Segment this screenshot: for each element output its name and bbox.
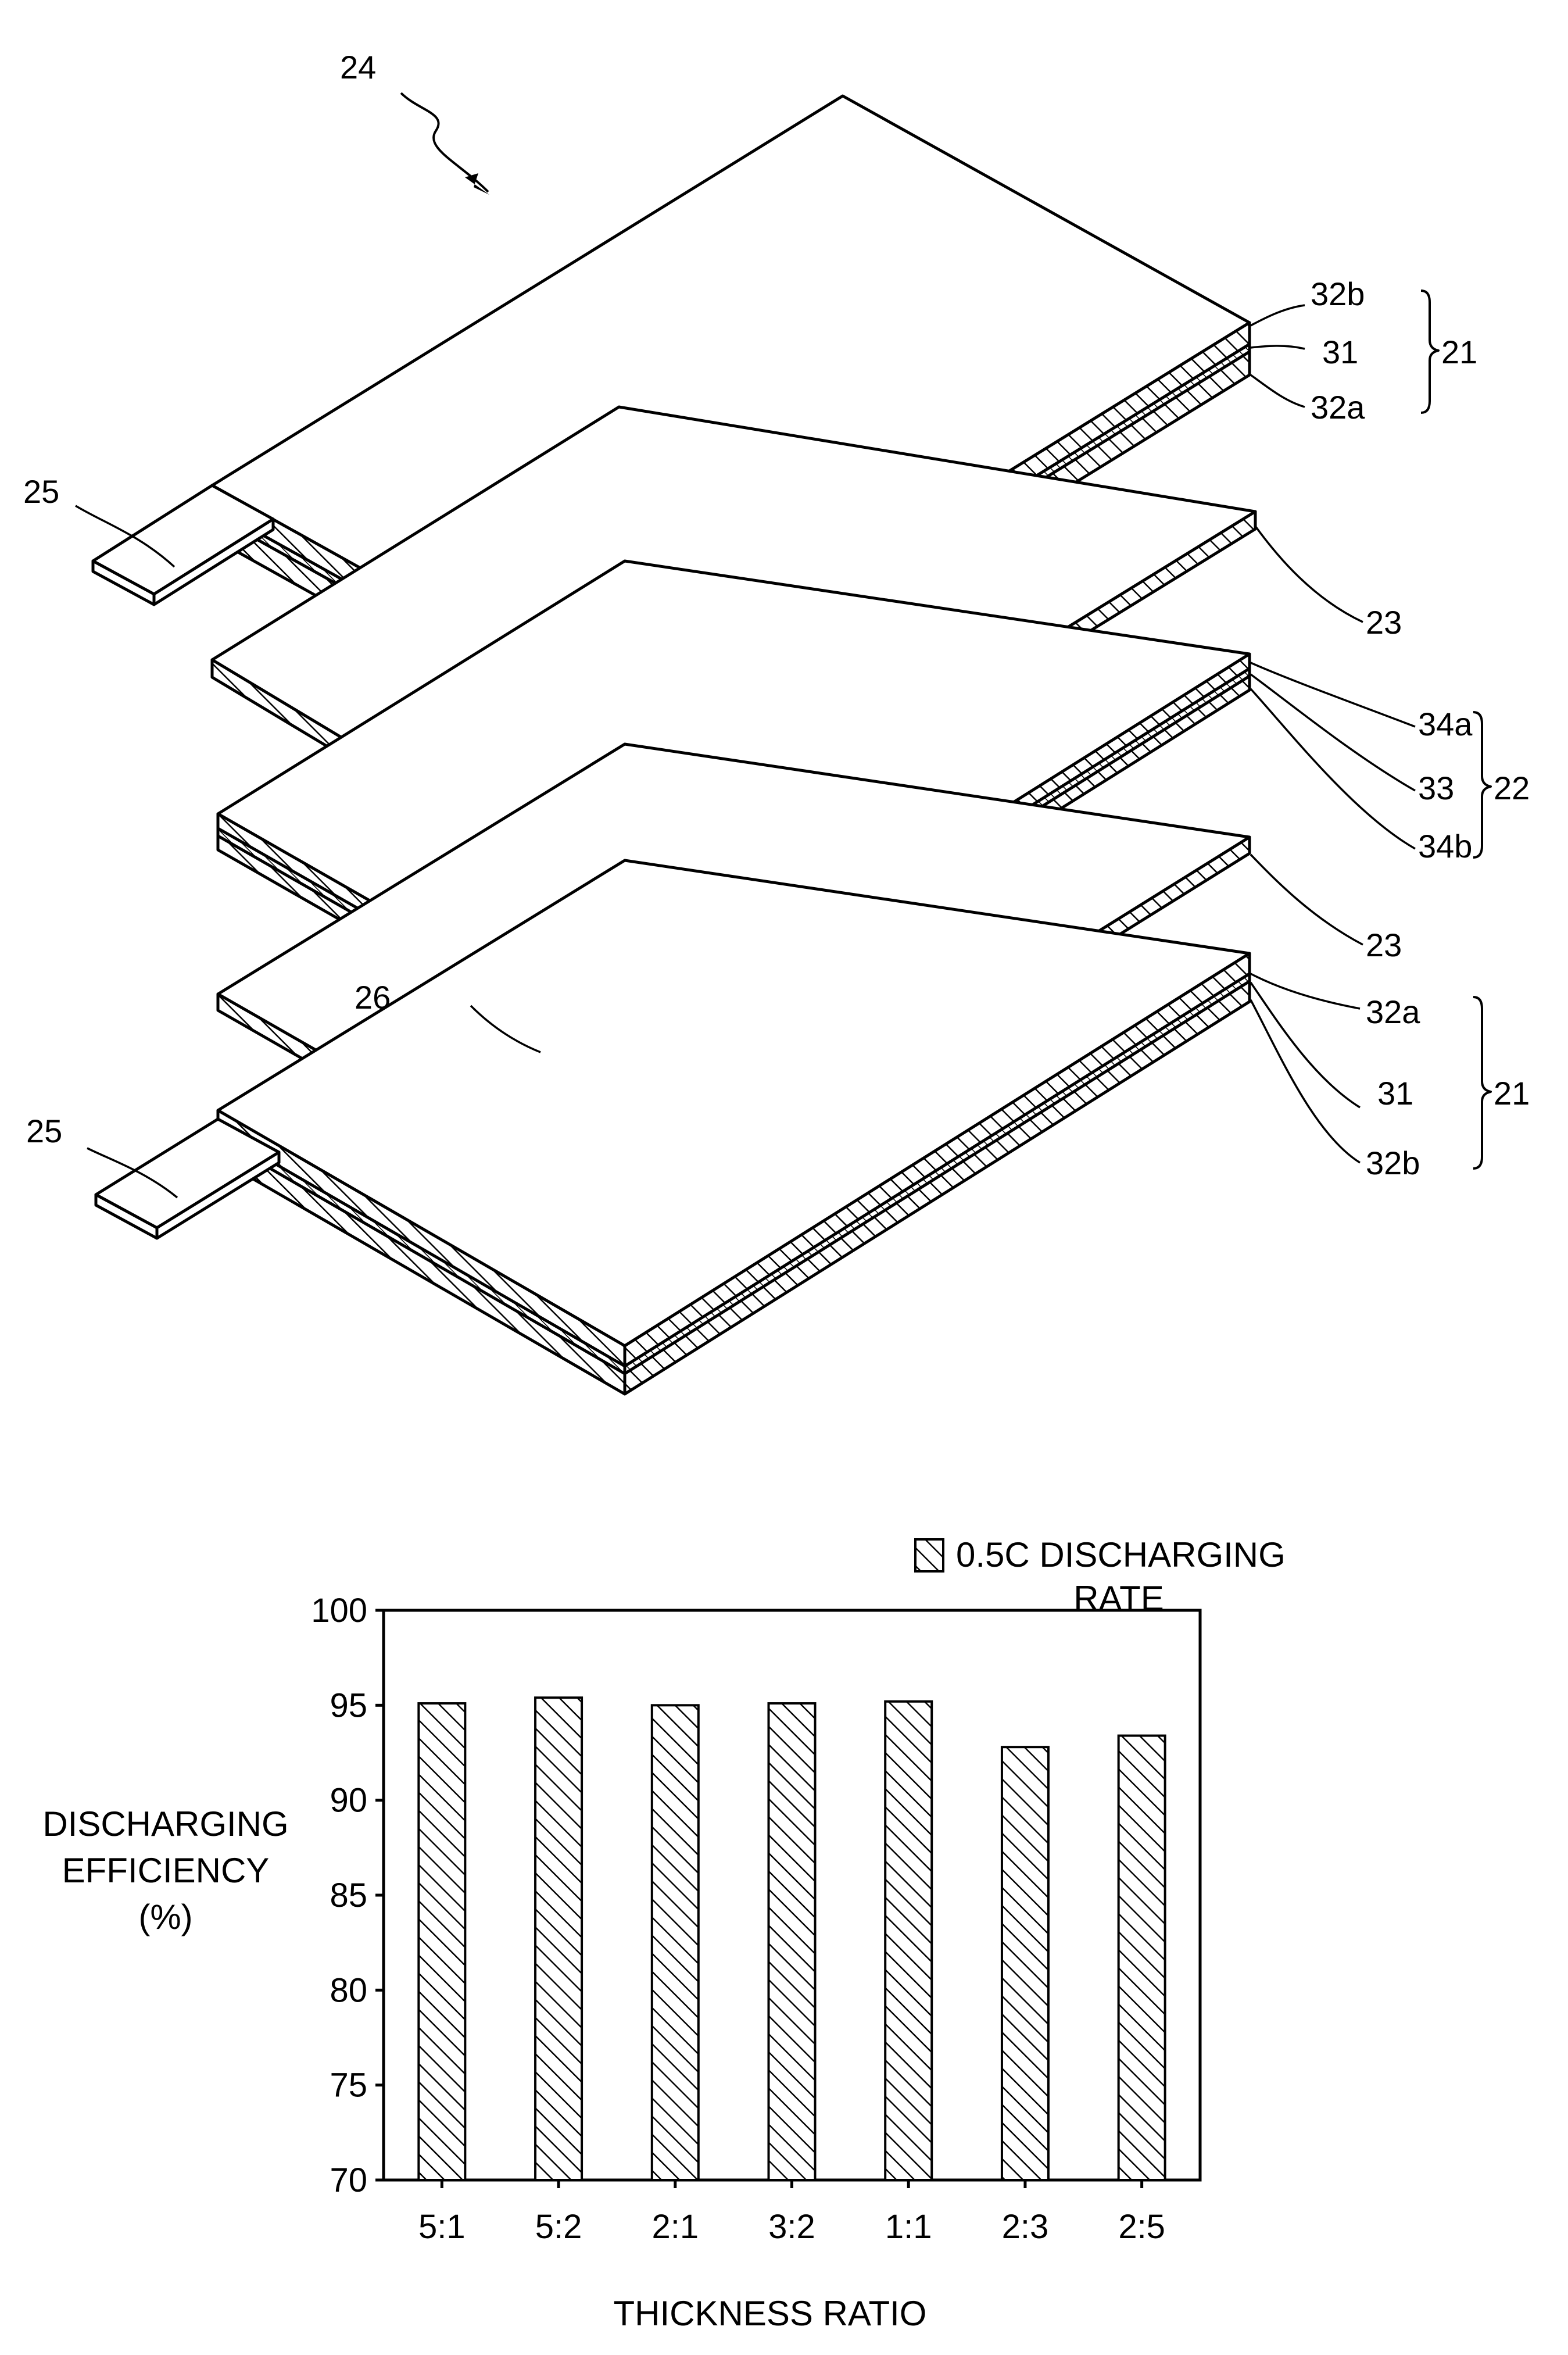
x-tick-label: 5:2 xyxy=(535,2208,582,2246)
x-tick-label: 1:1 xyxy=(885,2208,932,2246)
x-axis-ticks: 5:1 5:2 2:1 3:2 1:1 2:3 2:5 xyxy=(418,2180,1165,2246)
y-tick-label: 75 xyxy=(330,2067,367,2104)
label-32a-top: 32a xyxy=(1311,389,1365,426)
bar xyxy=(418,1703,465,2180)
label-23-second: 23 xyxy=(1366,927,1402,963)
bar xyxy=(885,1702,932,2180)
bar xyxy=(1002,1747,1048,2180)
x-tick-label: 2:1 xyxy=(651,2208,699,2246)
bars xyxy=(418,1698,1165,2180)
x-tick-label: 3:2 xyxy=(768,2208,815,2246)
bar xyxy=(535,1698,582,2180)
x-tick-label: 5:1 xyxy=(418,2208,466,2246)
y-tick-label: 70 xyxy=(330,2161,367,2199)
label-32b-bottom: 32b xyxy=(1366,1145,1420,1181)
ylabel-line-3: (%) xyxy=(138,1897,192,1936)
exploded-electrode-diagram xyxy=(76,93,1491,1394)
ylabel-line-2: EFFICIENCY xyxy=(62,1851,270,1890)
label-32b-top: 32b xyxy=(1311,276,1365,312)
label-21-top: 21 xyxy=(1441,334,1477,370)
label-32a-bottom: 32a xyxy=(1366,994,1420,1030)
y-tick-label: 85 xyxy=(330,1877,367,1914)
label-25-bottom: 25 xyxy=(26,1113,62,1149)
y-tick-label: 90 xyxy=(330,1782,367,1820)
bottom-plate-21 xyxy=(96,860,1250,1394)
x-tick-label: 2:3 xyxy=(1002,2208,1049,2246)
label-23-first: 23 xyxy=(1366,604,1402,641)
ylabel-line-1: DISCHARGING xyxy=(42,1804,288,1843)
label-25-top: 25 xyxy=(23,473,59,510)
y-tick-label: 80 xyxy=(330,1971,367,2009)
legend-line-2: RATE xyxy=(1073,1579,1164,1618)
x-tick-label: 2:5 xyxy=(1118,2208,1165,2246)
bar-chart: 70 75 80 85 90 95 100 5:1 5:2 2:1 3:2 1:1 2:3 2:5 DI… xyxy=(42,1535,1285,2333)
bar xyxy=(769,1703,815,2180)
legend: 0.5C DISCHARGING RATE xyxy=(915,1535,1286,1618)
x-axis-title: THICKNESS RATIO xyxy=(614,2294,927,2333)
label-33: 33 xyxy=(1418,770,1454,806)
y-tick-label: 100 xyxy=(311,1592,367,1629)
bar xyxy=(1119,1736,1165,2180)
label-24: 24 xyxy=(340,49,376,85)
label-34b: 34b xyxy=(1418,828,1472,864)
label-26: 26 xyxy=(355,979,391,1016)
label-31-bottom: 31 xyxy=(1377,1075,1413,1112)
bar xyxy=(652,1705,699,2180)
y-axis-title: DISCHARGING EFFICIENCY (%) xyxy=(42,1804,288,1936)
label-31-top: 31 xyxy=(1322,334,1358,370)
label-22: 22 xyxy=(1494,770,1530,806)
label-34a: 34a xyxy=(1418,706,1473,742)
y-axis-ticks: 70 75 80 85 90 95 100 xyxy=(311,1592,384,2199)
legend-line-1: 0.5C DISCHARGING xyxy=(956,1535,1286,1574)
legend-swatch xyxy=(915,1539,943,1571)
label-21-bottom: 21 xyxy=(1494,1075,1530,1112)
y-tick-label: 95 xyxy=(330,1686,367,1724)
